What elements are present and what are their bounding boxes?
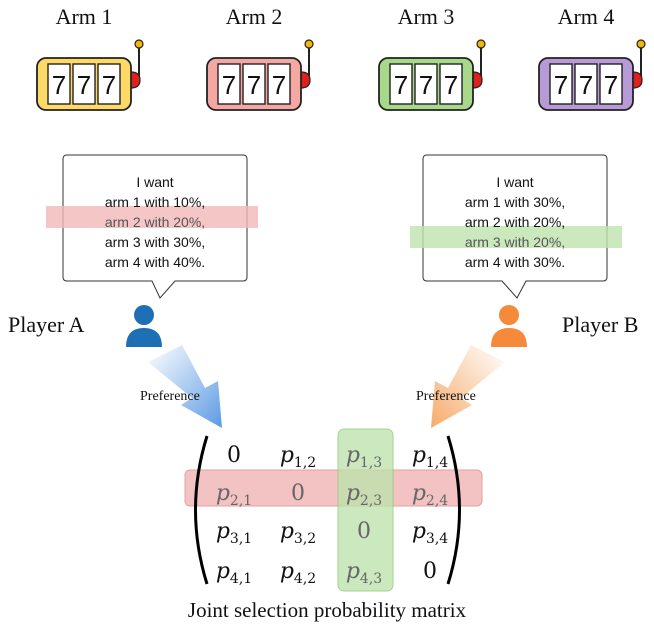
matrix-left-bracket [194, 435, 209, 585]
slot-reel [47, 63, 71, 105]
slot-reel-symbol: 7 [579, 70, 593, 100]
slot-reel-symbol: 7 [222, 70, 236, 100]
bubble-line: I want [496, 174, 533, 190]
lever-knob-icon [134, 39, 144, 49]
matrix-entry-2-1: p2,1 [216, 481, 252, 509]
slot-reel [267, 63, 291, 105]
slot-reel [389, 63, 413, 105]
player-b-icon [491, 305, 527, 347]
matrix-row-highlight [184, 469, 483, 507]
slot-reel [439, 63, 463, 105]
speech-bubble-player-a: I want arm 1 with 10%, arm 2 with 20%, arm … [46, 154, 258, 299]
matrix-caption: Joint selection probability matrix [188, 598, 467, 622]
arm-2-label: Arm 2 [226, 4, 283, 29]
bubble-line: I want [136, 174, 173, 190]
matrix-entry-4-3: p4,3 [346, 559, 382, 587]
player-a-icon [126, 305, 162, 347]
slot-reel-symbol: 7 [272, 70, 286, 100]
lever-base-icon [632, 71, 643, 89]
bubble-line: arm 2 with 20%, [465, 214, 565, 230]
slot-reel [242, 63, 266, 105]
bubble-line: arm 4 with 40%. [105, 254, 205, 270]
slot-reel [414, 63, 438, 105]
slot-reel [574, 63, 598, 105]
slot-reel [97, 63, 121, 105]
speech-bubble-player-b: I want arm 1 with 30%, arm 2 with 20%, arm … [410, 154, 622, 299]
preference-arrow-b [431, 345, 505, 428]
slot-reel-symbol: 7 [444, 70, 458, 100]
slot-reel-symbol: 7 [604, 70, 618, 100]
matrix-col-highlight [337, 428, 394, 592]
lever-base-icon [472, 71, 483, 89]
slot-reel [217, 63, 241, 105]
matrix-entry-4-4: 0 [423, 559, 437, 584]
slot-reel-symbol: 7 [394, 70, 408, 100]
bubble-b-highlight [410, 226, 622, 248]
preference-label-a: Preference [140, 389, 200, 404]
preference-label-b: Preference [416, 389, 476, 404]
arm-4-label: Arm 4 [558, 4, 615, 29]
slot-reel-symbol: 7 [52, 70, 66, 100]
player-a-label: Player A [8, 312, 84, 337]
bubble-line: arm 2 with 20%, [105, 214, 205, 230]
bubble-line: arm 1 with 10%, [105, 194, 205, 210]
slot-reel [549, 63, 573, 105]
lever-base-icon [130, 71, 141, 89]
slot-reel-symbol: 7 [419, 70, 433, 100]
matrix-right-bracket [446, 435, 461, 585]
matrix-entry-3-4: p3,4 [412, 519, 448, 547]
bubble-line: arm 3 with 20%, [465, 234, 565, 250]
lever-knob-icon [304, 39, 314, 49]
matrix-entry-3-2: p3,2 [280, 519, 316, 547]
matrix-entry-1-4: p1,4 [412, 443, 448, 471]
lever-knob-icon [476, 39, 486, 49]
slot-reel [72, 63, 96, 105]
slot-reel [599, 63, 623, 105]
matrix-entry-2-4: p2,4 [412, 481, 448, 509]
matrix-entry-2-3: p2,3 [346, 481, 382, 509]
matrix-entry-2-2: 0 [291, 481, 305, 506]
matrix-entry-1-3: p1,3 [346, 443, 382, 471]
matrix-entry-3-1: p3,1 [216, 519, 252, 547]
bubble-line: arm 3 with 30%, [105, 234, 205, 250]
arm-3-label: Arm 3 [398, 4, 455, 29]
bubble-a-highlight [46, 206, 258, 228]
lever-knob-icon [636, 39, 646, 49]
arm-1-label: Arm 1 [56, 4, 113, 29]
player-b-label: Player B [562, 312, 638, 337]
slot-reel-symbol: 7 [77, 70, 91, 100]
matrix-entry-1-1: 0 [227, 443, 241, 468]
bubble-line: arm 4 with 30%. [465, 254, 565, 270]
bubble-line: arm 1 with 30%, [465, 194, 565, 210]
matrix-entry-3-3: 0 [357, 519, 371, 544]
matrix-entry-1-2: p1,2 [280, 443, 316, 471]
lever-base-icon [300, 71, 311, 89]
slot-reel-symbol: 7 [102, 70, 116, 100]
matrix-entry-4-1: p4,1 [216, 559, 252, 587]
slot-reel-symbol: 7 [554, 70, 568, 100]
matrix-entry-4-2: p4,2 [280, 559, 316, 587]
slot-reel-symbol: 7 [247, 70, 261, 100]
preference-arrow-a [148, 345, 222, 428]
